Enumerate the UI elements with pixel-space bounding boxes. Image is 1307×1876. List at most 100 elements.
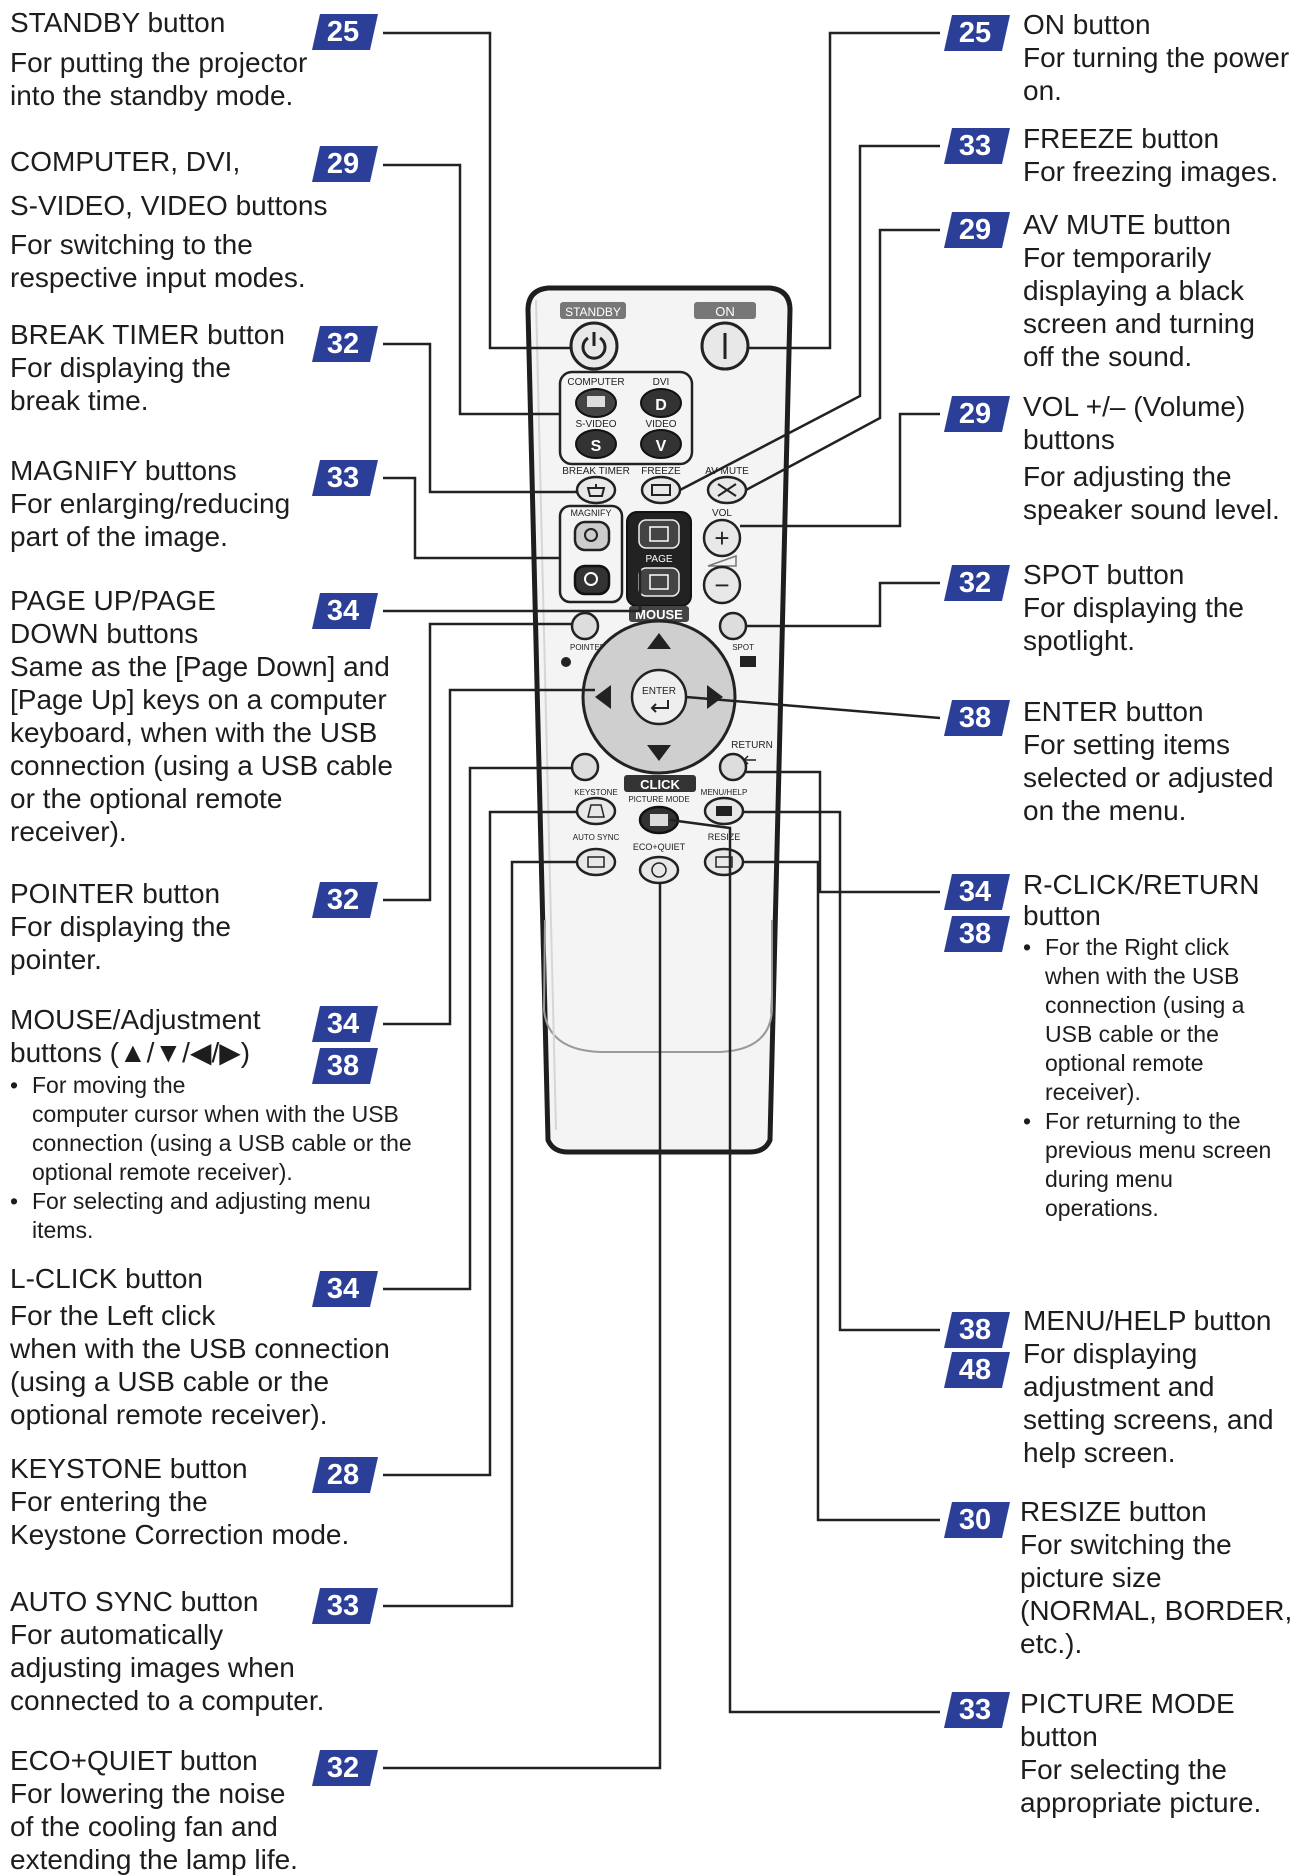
mouse-up-arrow[interactable] bbox=[647, 633, 671, 649]
page-badge: 33 bbox=[312, 1588, 378, 1624]
page-badge: 33 bbox=[944, 1692, 1010, 1728]
resize-icon bbox=[715, 856, 733, 868]
break-timer-button[interactable] bbox=[575, 475, 617, 505]
leader-freeze bbox=[679, 144, 940, 492]
remote-label-eco-quiet: ECO+QUIET bbox=[633, 842, 686, 852]
page-badge: 25 bbox=[312, 14, 378, 50]
eco-icon bbox=[651, 862, 667, 878]
power-icon bbox=[581, 336, 607, 360]
remote-label-av-mute: AV MUTE bbox=[705, 466, 749, 477]
remote-label-menu-help: MENU/HELP bbox=[701, 788, 748, 797]
magnify-up-button[interactable] bbox=[573, 520, 611, 552]
page-badge: 25 bbox=[944, 15, 1010, 51]
remote-label-computer: COMPUTER bbox=[567, 377, 624, 388]
remote-label-auto-sync: AUTO SYNC bbox=[573, 833, 620, 842]
leader-mouse bbox=[383, 688, 595, 1026]
page-badge: 38 bbox=[312, 1048, 378, 1084]
spot-icon bbox=[740, 656, 756, 667]
callout-desc: For freezing images. bbox=[1023, 156, 1279, 187]
keystone-button[interactable] bbox=[575, 796, 617, 826]
picture-mode-icon bbox=[650, 814, 668, 826]
eco-quiet-button[interactable] bbox=[638, 855, 680, 885]
video-button[interactable] bbox=[640, 429, 682, 459]
leader-enter bbox=[685, 695, 941, 720]
video-key-letter: V bbox=[656, 438, 667, 455]
enter-button[interactable] bbox=[630, 668, 688, 726]
page-badge: 30 bbox=[944, 1502, 1010, 1538]
pointer-button[interactable] bbox=[570, 611, 600, 641]
computer-icon bbox=[587, 396, 605, 407]
callout-title: MENU/HELP button bbox=[1023, 1305, 1272, 1336]
dvi-button[interactable] bbox=[640, 388, 682, 418]
page-badge: 38 bbox=[944, 1312, 1010, 1348]
remote-label-standby: STANDBY bbox=[565, 305, 621, 319]
vol-down-button[interactable] bbox=[702, 565, 742, 605]
callout-title: STANDBY button bbox=[10, 7, 226, 38]
r-click-return-button[interactable] bbox=[718, 752, 748, 782]
leader-standby bbox=[383, 31, 571, 350]
remote-label-video: VIDEO bbox=[645, 419, 676, 430]
pointer-star-icon bbox=[561, 657, 571, 667]
page-up-button[interactable] bbox=[638, 519, 680, 549]
remote-label-enter: ENTER bbox=[642, 686, 676, 697]
callout-title: ECO+QUIET button bbox=[10, 1745, 258, 1776]
l-click-button[interactable] bbox=[570, 752, 600, 782]
page-badge: 38 bbox=[944, 916, 1010, 952]
callout-title: SPOT button bbox=[1023, 559, 1185, 590]
auto-sync-icon bbox=[587, 856, 605, 868]
leader-av-mute bbox=[745, 228, 940, 492]
leader-menu-help bbox=[743, 810, 940, 1332]
remote-label-spot: SPOT bbox=[732, 643, 754, 652]
leader-auto-sync bbox=[383, 860, 577, 1608]
leader-r-click bbox=[746, 770, 940, 894]
remote-control: STANDBY ON COMPUTER DVI D S-VIDEO VIDEO … bbox=[525, 285, 793, 1155]
remote-label-break-timer: BREAK TIMER bbox=[562, 466, 630, 477]
page-badge: 29 bbox=[312, 146, 378, 182]
callout-standby: STANDBY button For putting the projector… bbox=[10, 6, 340, 112]
keystone-icon bbox=[587, 804, 605, 818]
spot-button[interactable] bbox=[718, 611, 748, 641]
freeze-button[interactable] bbox=[640, 475, 682, 505]
vol-up-button[interactable] bbox=[702, 518, 742, 558]
page-badge: 33 bbox=[944, 128, 1010, 164]
resize-button[interactable] bbox=[703, 847, 745, 877]
menu-icon bbox=[716, 806, 732, 816]
leader-lines bbox=[383, 31, 941, 1770]
callout-title: KEYSTONE button bbox=[10, 1453, 248, 1484]
dvi-key-letter: D bbox=[655, 397, 667, 414]
magnify-down-button[interactable] bbox=[573, 564, 611, 596]
auto-sync-button[interactable] bbox=[575, 847, 617, 877]
callout-title: BREAK TIMER button bbox=[10, 319, 285, 350]
mouse-down-arrow[interactable] bbox=[647, 745, 671, 761]
page-badge: 34 bbox=[944, 874, 1010, 910]
page-badge: 34 bbox=[312, 593, 378, 629]
callout-inputs: COMPUTER, DVI,S-VIDEO, VIDEO buttons For… bbox=[10, 140, 370, 294]
svideo-button[interactable] bbox=[575, 429, 617, 459]
mouse-left-arrow[interactable] bbox=[595, 685, 611, 709]
page-down-button[interactable] bbox=[638, 567, 680, 597]
mouse-right-arrow[interactable] bbox=[707, 685, 723, 709]
svideo-key-letter: S bbox=[591, 438, 602, 455]
